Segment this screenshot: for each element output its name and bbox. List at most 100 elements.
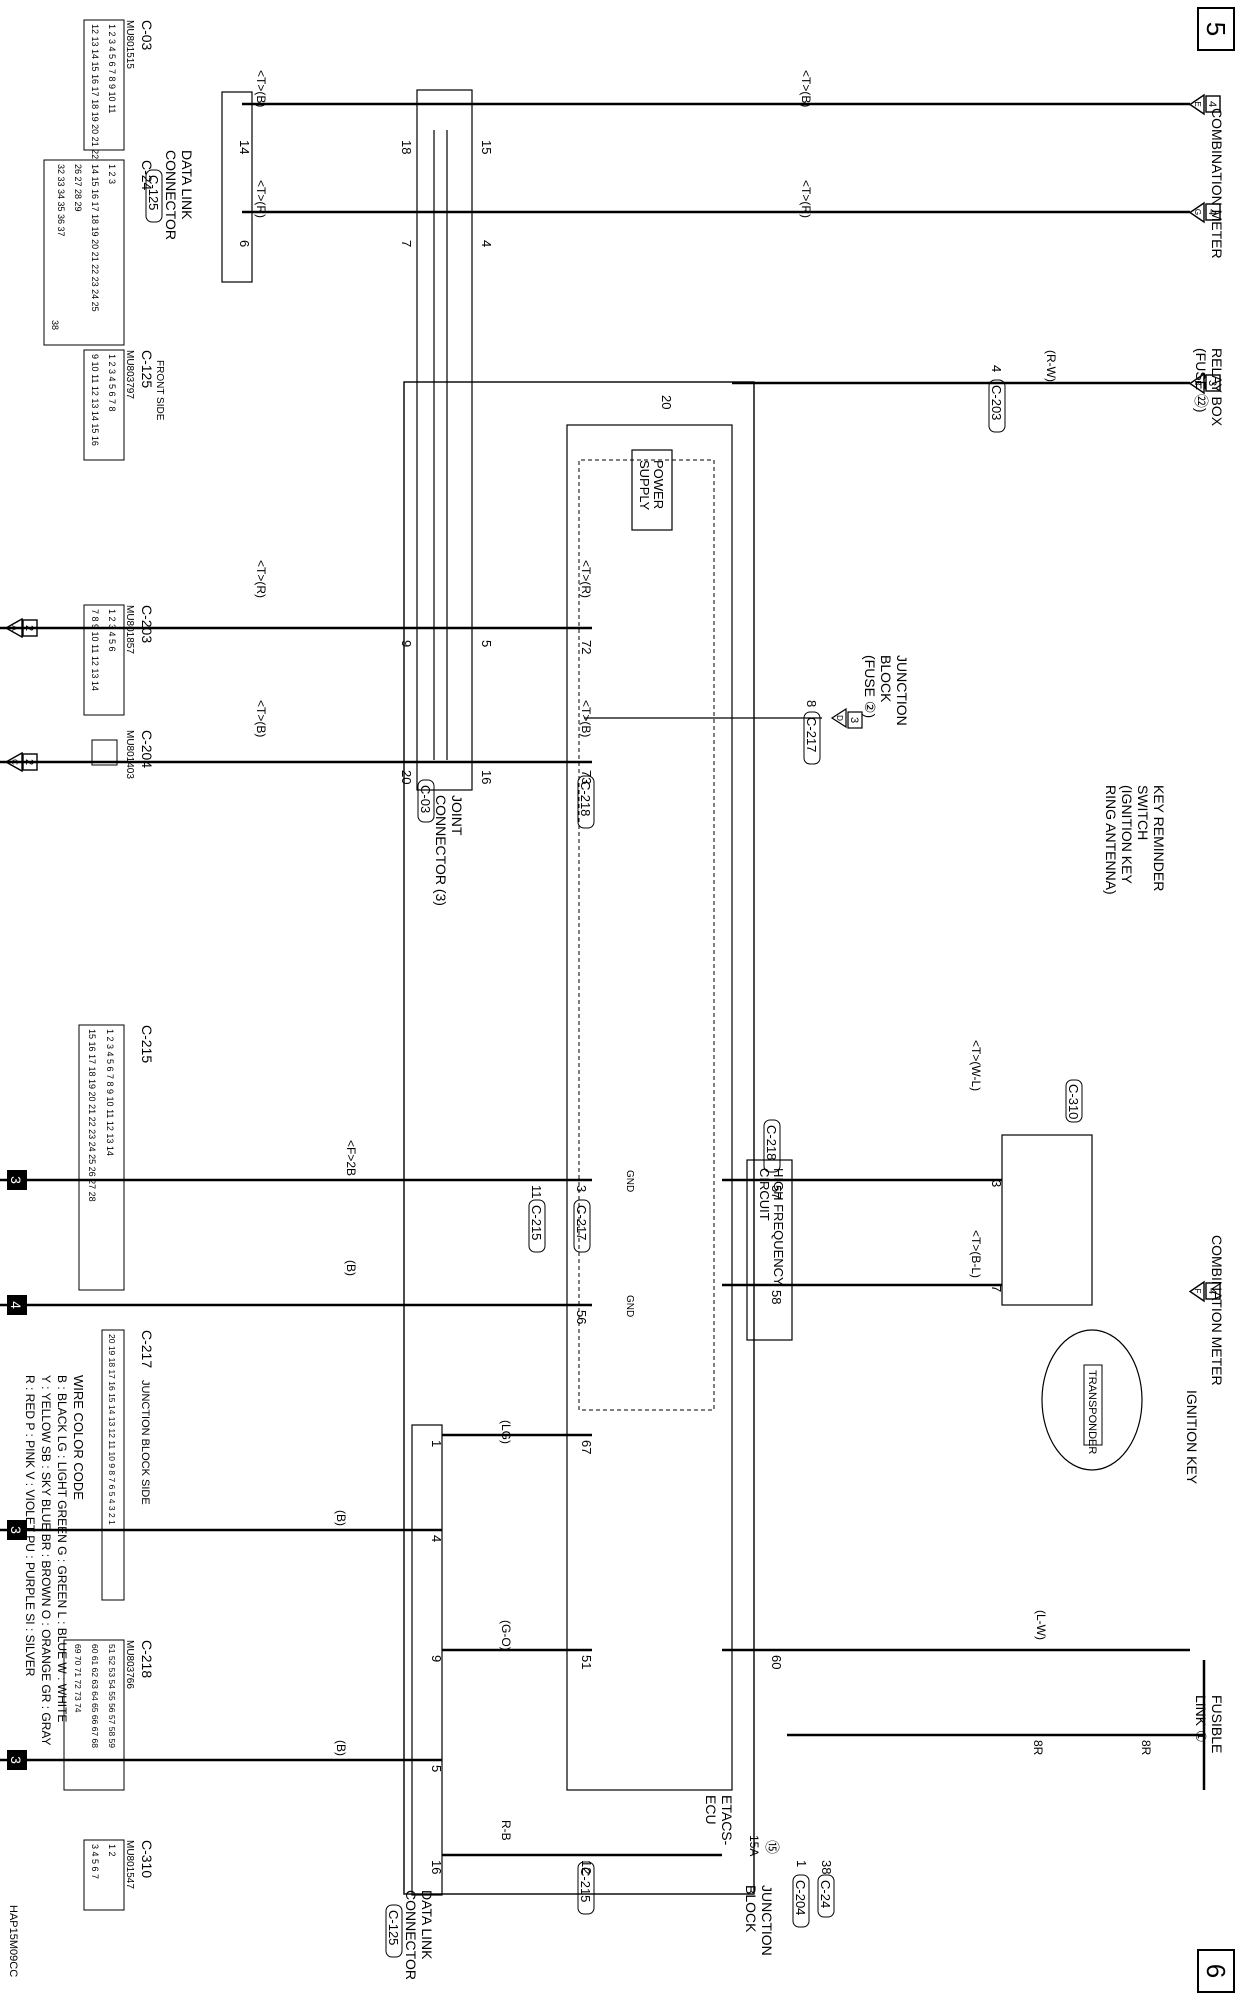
ground-3-c: 3 [7, 1750, 27, 1770]
wire-label-tb-left: <T>(B) [254, 70, 268, 107]
key-reminder-switch-label: SWITCH [1135, 785, 1151, 840]
wire-label-tb-20: <T>(B) [254, 700, 268, 737]
svg-text:D: D [835, 715, 844, 721]
connector-view-c215: C-215 1 2 3 4 5 6 7 8 9 10 11 12 13 14 1… [78, 1024, 155, 1291]
pin-58: 58 [769, 1290, 784, 1304]
svg-text:MU801403: MU801403 [124, 730, 135, 779]
fusible-wire-label: 8R [1139, 1740, 1153, 1756]
data-link-connector-label: CONNECTOR [163, 150, 179, 240]
fuse-15-label: ⑮ [764, 1840, 780, 1854]
pin-7: 7 [399, 240, 414, 247]
c217-label-top: C-217 [804, 717, 819, 752]
jb-bottom-sub-label: BLOCK [743, 1885, 759, 1933]
wire-label-tr-top: <T>(R) [799, 180, 813, 218]
key-reminder-antenna-label: RING ANTENNA) [1103, 785, 1119, 895]
pin-6: 6 [237, 240, 252, 247]
pin-72: 72 [579, 640, 594, 654]
wire-label-rw: (R-W) [1044, 350, 1058, 382]
pin-16: 16 [479, 770, 494, 784]
wire-color-legend: WIRE COLOR CODE B : BLACK LG : LIGHT GRE… [23, 1375, 86, 1746]
connector-view-c203: C-203 MU801857 1 2 3 4 5 6 7 8 9 10 11 1… [83, 604, 155, 716]
wire-label-lw: (L-W) [1034, 1610, 1048, 1640]
svg-text:3: 3 [848, 717, 860, 723]
svg-text:Y : YELLOW SB : SKY BLUE B: Y : YELLOW SB : SKY BLUE BR : BROWN O : … [39, 1375, 53, 1746]
wire-label-tr-9: <T>(R) [254, 560, 268, 598]
svg-text:1 2: 1 2 [107, 1844, 117, 1857]
svg-text:51 52 53 54 55 56 57 58 59: 51 52 53 54 55 56 57 58 59 [107, 1644, 117, 1748]
svg-text:C-204: C-204 [139, 730, 155, 768]
pin-4-dlc: 4 [429, 1535, 444, 1542]
svg-text:12 13 14 15 16 17 18 19 20 21: 12 13 14 15 16 17 18 19 20 21 22 [90, 24, 100, 159]
pin-38: 38 [819, 1860, 834, 1874]
pin-7-key: 7 [989, 1285, 1004, 1292]
ignition-key-label: IGNITION KEY [1184, 1390, 1200, 1485]
svg-text:7 8 9 10 11 12 13 14: 7 8 9 10 11 12 13 14 [90, 609, 100, 691]
svg-text:3: 3 [8, 1756, 24, 1764]
etacs-ecu-label: ECU [703, 1795, 719, 1825]
svg-text:C-24: C-24 [139, 160, 155, 191]
pin-9: 9 [399, 640, 414, 647]
power-supply-label: POWER [651, 460, 666, 509]
svg-text:3: 3 [1206, 380, 1218, 386]
c203-label: C-203 [989, 385, 1004, 420]
pin-67: 67 [579, 1440, 594, 1454]
pin-11: 11 [529, 1185, 544, 1199]
svg-text:MU801857: MU801857 [124, 605, 135, 654]
svg-text:C-215: C-215 [139, 1025, 155, 1063]
svg-text:4: 4 [1206, 101, 1218, 107]
pin-1-jb: 1 [794, 1860, 809, 1867]
connector-view-c24: C-24 1 2 3 14 15 16 17 18 19 20 21 22 23… [43, 159, 155, 346]
svg-text:1 2 3 4 5 6 7 8: 1 2 3 4 5 6 7 8 [107, 354, 117, 412]
pin-12: 12 [579, 1860, 594, 1874]
svg-text:MU801515: MU801515 [124, 20, 135, 69]
etacs-label: ETACS- [719, 1795, 735, 1846]
svg-text:C-03: C-03 [139, 20, 155, 51]
svg-text:C-217: C-217 [139, 1330, 155, 1368]
pin-1: 1 [429, 1440, 444, 1447]
pin-15: 15 [479, 140, 494, 154]
c24-label: C-24 [818, 1880, 833, 1908]
wire-label-b-gnd: (B) [344, 1260, 358, 1276]
svg-text:F: F [1193, 1289, 1202, 1294]
svg-text:32 33 34 35 36 37: 32 33 34 35 36 37 [56, 164, 66, 237]
svg-text:4: 4 [1206, 209, 1218, 215]
pin-20: 20 [659, 395, 674, 409]
pin-51: 51 [579, 1655, 594, 1669]
key-reminder-ignition-label: (IGNITION KEY [1119, 785, 1135, 884]
gnd-label-1: GND [624, 1170, 635, 1192]
c218-label-top: C-218 [764, 1125, 779, 1160]
pin-16-dlc: 16 [429, 1860, 444, 1874]
connector-view-c310: C-310 MU801547 1 2 3 4 5 6 7 [83, 1839, 155, 1911]
svg-text:26 27 28 29: 26 27 28 29 [73, 164, 83, 212]
junction-block-sub-label: BLOCK [878, 655, 894, 703]
svg-text:C-203: C-203 [139, 605, 155, 643]
pin-3-key: 3 [989, 1180, 1004, 1187]
joint-connector-number-label: CONNECTOR (3) [433, 795, 449, 906]
ground-4: 4 [7, 1295, 27, 1315]
wire-label-tbl: <T>(B-L) [969, 1230, 983, 1278]
fusible-link-label: FUSIBLE [1209, 1695, 1225, 1753]
dlc-bottom-connector-label: CONNECTOR [403, 1890, 419, 1980]
svg-text:C: C [10, 759, 19, 765]
svg-text:C-310: C-310 [139, 1840, 155, 1878]
svg-text:1 2 3 4 5 6 7 8 9 10 11 12 13: 1 2 3 4 5 6 7 8 9 10 11 12 13 14 [105, 1029, 115, 1156]
wire-label-go: (G-O) [499, 1620, 513, 1651]
wire-label-rb: R-B [499, 1820, 513, 1841]
ground-3-b: 3 [7, 1520, 27, 1540]
svg-text:WIRE COLOR CODE: WIRE COLOR CODE [71, 1375, 86, 1500]
svg-text:G: G [1193, 209, 1202, 215]
svg-text:2: 2 [23, 759, 35, 765]
svg-text:C-218: C-218 [139, 1640, 155, 1678]
pin-4-relay: 4 [989, 365, 1004, 372]
c215-label-rb: C-215 [578, 1867, 593, 1902]
combination-meter-label-2: COMBINATION METER [1209, 1235, 1225, 1386]
wire-label-lg: (LG) [499, 1420, 513, 1444]
svg-text:69 70 71 72 73 74: 69 70 71 72 73 74 [73, 1644, 83, 1713]
svg-text:JUNCTION BLOCK SIDE: JUNCTION BLOCK SIDE [139, 1380, 151, 1505]
combination-meter-connector-e: 4 E [1188, 93, 1221, 116]
svg-text:4: 4 [1206, 1288, 1218, 1294]
gnd-label-2: GND [624, 1295, 635, 1317]
pin-4: 4 [479, 240, 494, 247]
connector-view-c217: C-217 JUNCTION BLOCK SIDE 20 19 18 17 16… [101, 1329, 155, 1601]
